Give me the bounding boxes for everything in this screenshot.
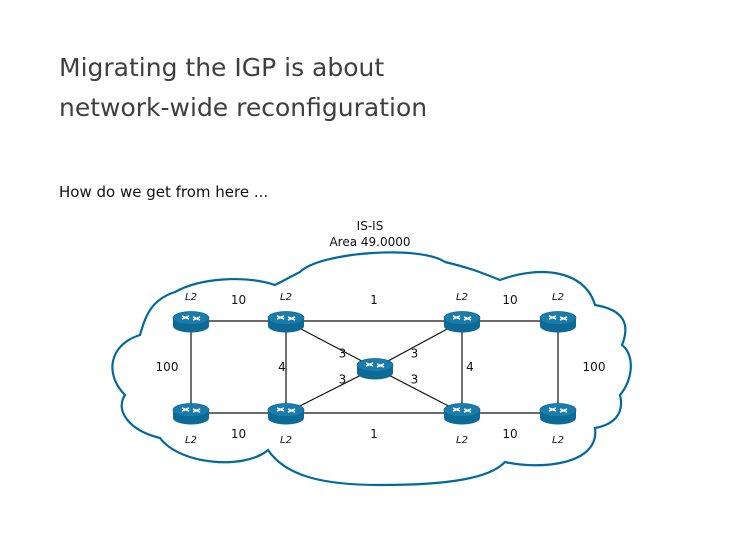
link-weight-label: 100 — [156, 360, 179, 374]
labels-layer: 10 1 10 100 4 4 100 10 1 10 3 3 3 3 — [156, 293, 606, 441]
router-icon — [539, 311, 577, 333]
link-weight-label: 100 — [583, 360, 606, 374]
link-weight-label: 3 — [339, 373, 347, 387]
router-r4: L2 — [539, 292, 577, 333]
link-weight-label: 10 — [231, 293, 246, 307]
router-level-label: L2 — [552, 292, 564, 303]
slide-subtitle: How do we get from here ... — [59, 183, 269, 201]
router-r6: L2 — [267, 403, 305, 446]
link-weight-label: 3 — [339, 347, 347, 361]
link-weight-label: 1 — [370, 293, 378, 307]
slide-title-line-1: Migrating the IGP is about — [59, 53, 385, 82]
router-r2: L2 — [267, 292, 305, 333]
link-weight-label: 3 — [411, 373, 419, 387]
router-icon — [443, 311, 481, 333]
router-icon — [443, 403, 481, 425]
router-icon — [539, 403, 577, 425]
isis-area-label: IS-IS Area 49.0000 — [300, 218, 440, 250]
router-level-label: L2 — [185, 292, 197, 303]
link-weight-label: 4 — [466, 360, 474, 374]
router-c — [356, 358, 394, 380]
router-level-label: L2 — [456, 292, 468, 303]
router-r1: L2 — [172, 292, 210, 333]
router-r3: L2 — [443, 292, 481, 333]
router-icon — [267, 403, 305, 425]
router-r8: L2 — [539, 403, 577, 446]
router-r5: L2 — [172, 403, 210, 446]
slide-title: Migrating the IGP is about network-wide … — [59, 48, 427, 128]
router-icon — [172, 403, 210, 425]
router-icon — [267, 311, 305, 333]
link-weight-label: 1 — [370, 427, 378, 441]
router-level-label: L2 — [280, 435, 292, 446]
link-weight-label: 10 — [502, 427, 517, 441]
router-level-label: L2 — [280, 292, 292, 303]
router-icon — [172, 311, 210, 333]
link-weight-label: 10 — [502, 293, 517, 307]
router-icon — [356, 358, 394, 380]
slide-title-line-2: network-wide reconfiguration — [59, 93, 428, 122]
router-level-label: L2 — [456, 435, 468, 446]
router-r7: L2 — [443, 403, 481, 446]
protocol-label: IS-IS — [356, 219, 384, 233]
area-id-label: Area 49.0000 — [329, 235, 411, 249]
isis-area-cloud — [111, 251, 632, 487]
router-level-label: L2 — [552, 435, 564, 446]
link-weight-label: 4 — [278, 360, 286, 374]
router-level-label: L2 — [185, 435, 197, 446]
link-weight-label: 10 — [231, 427, 246, 441]
link-weight-label: 3 — [411, 347, 419, 361]
